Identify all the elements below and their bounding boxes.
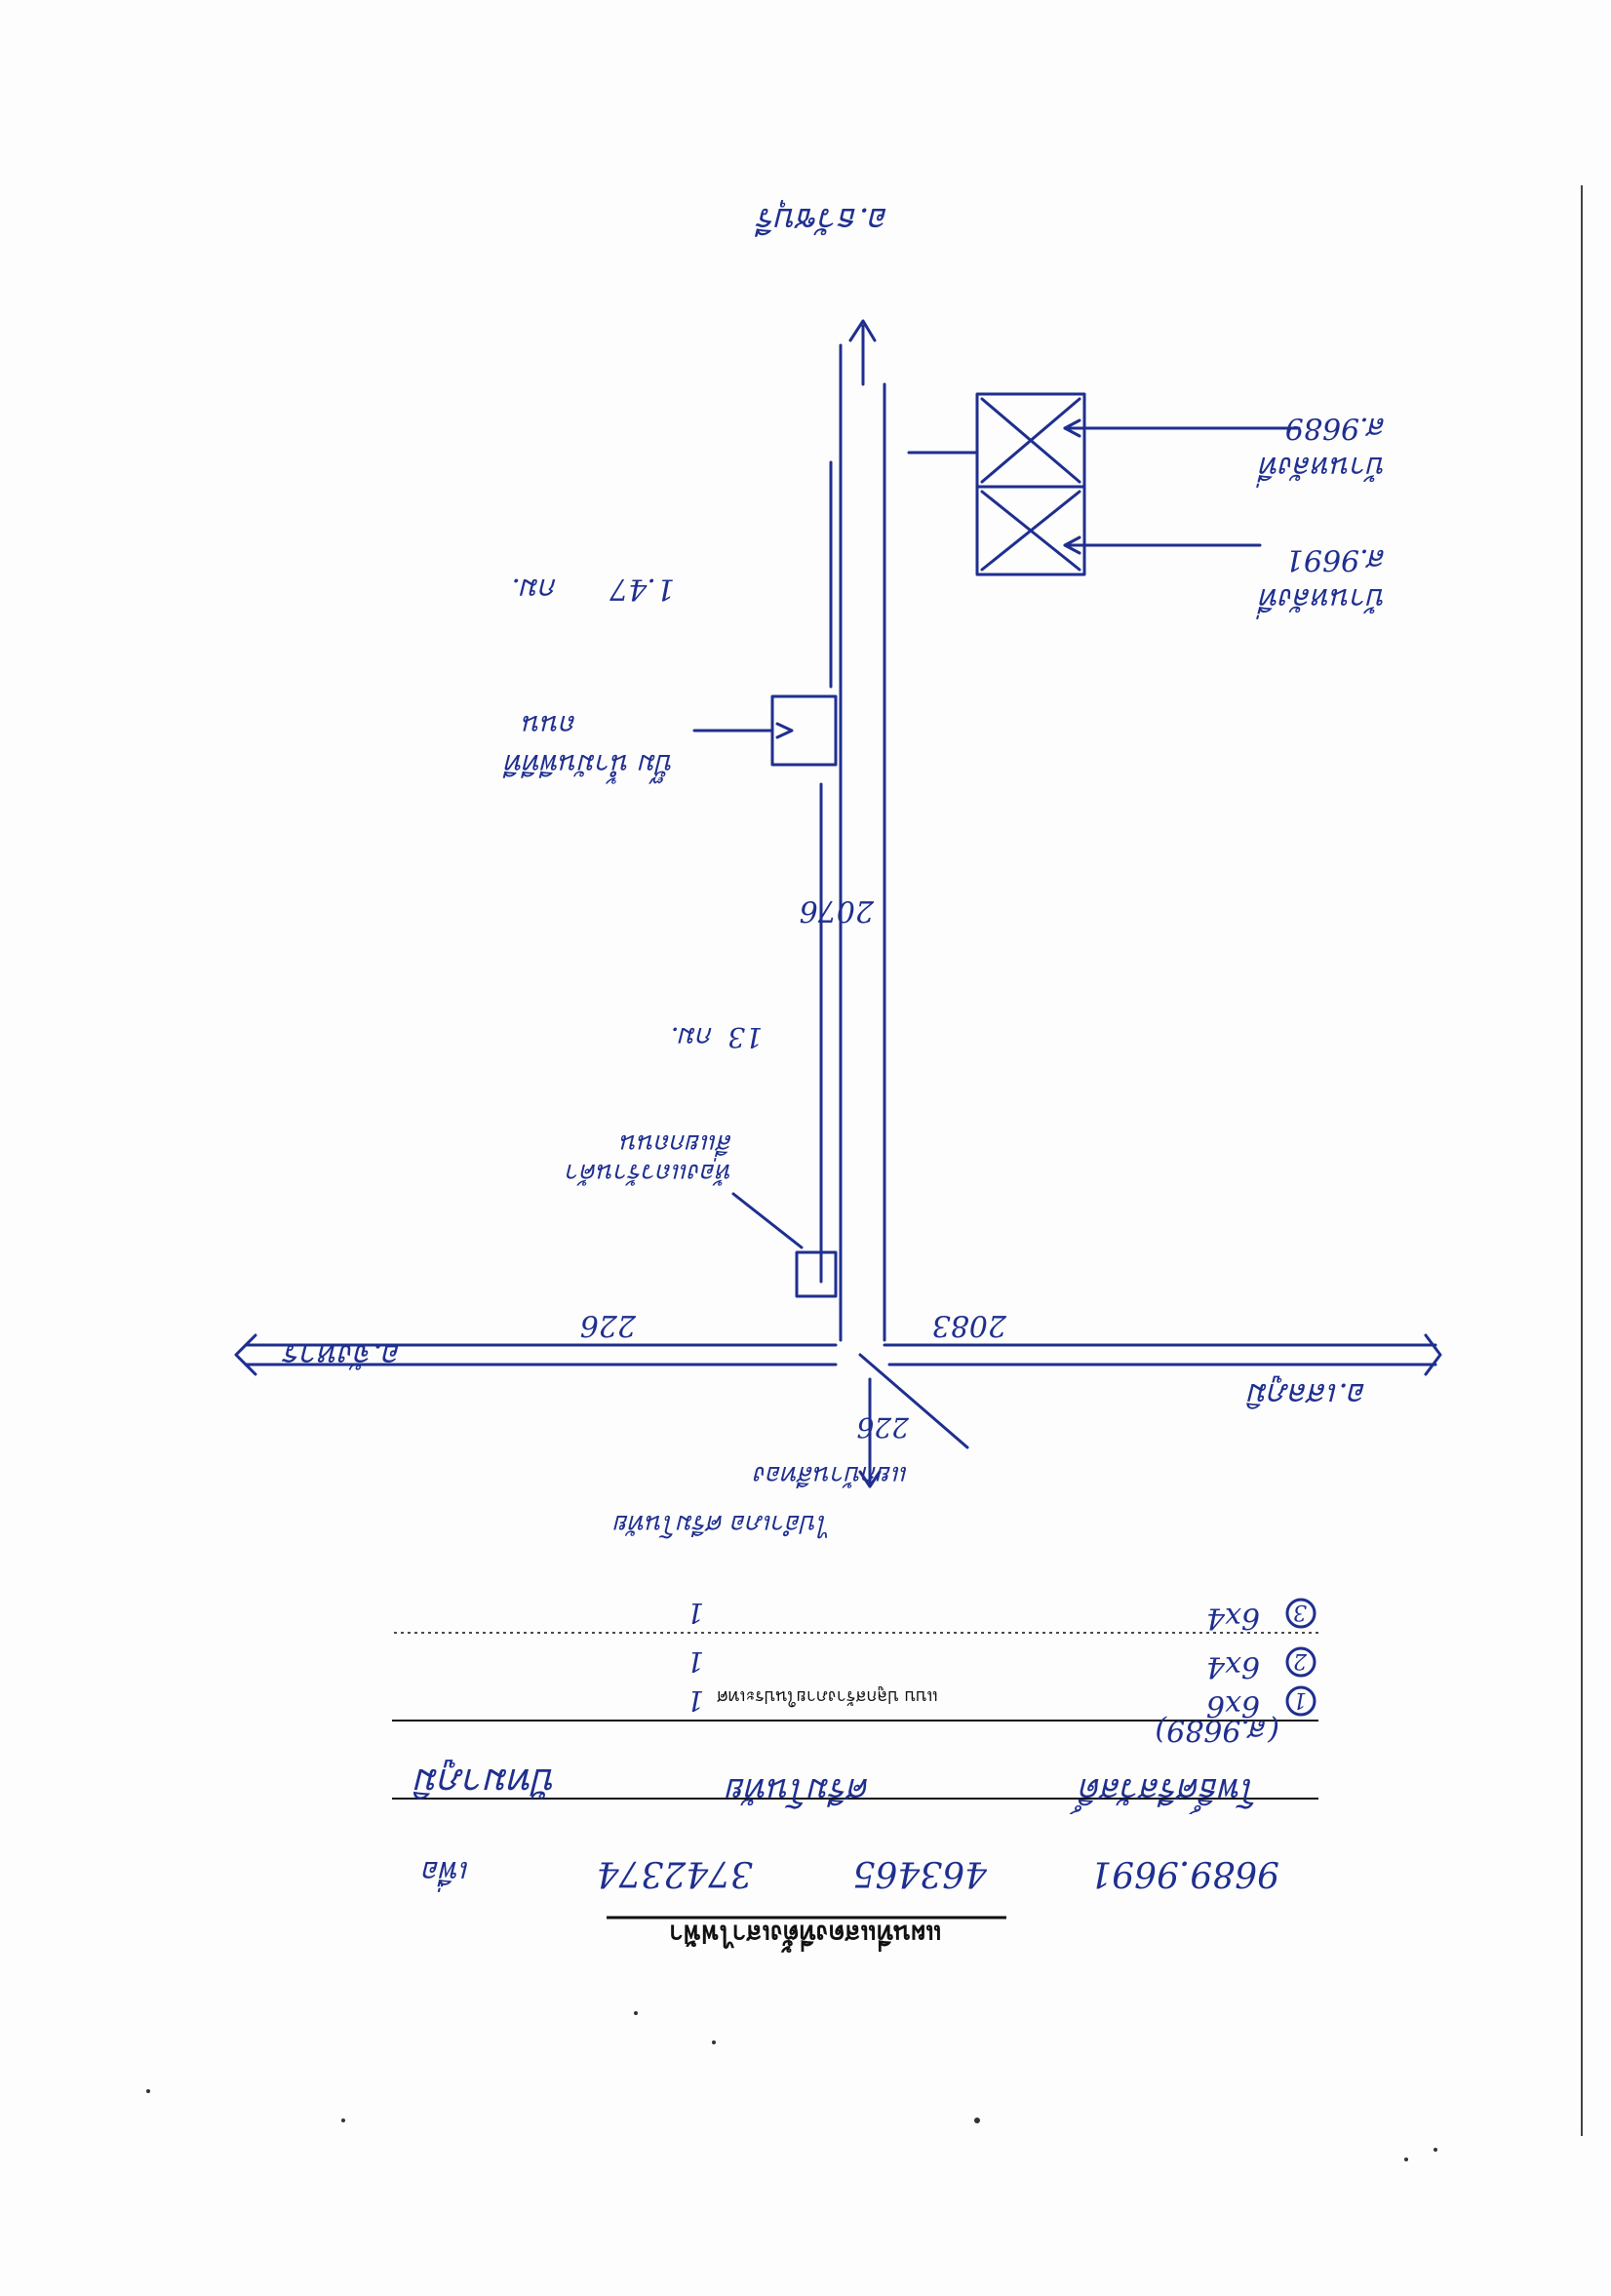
form-number: 9689.9691 <box>1089 1853 1279 1893</box>
form-code-1: 463465 <box>853 1853 988 1893</box>
road-label-main: 2076 <box>800 893 875 928</box>
distance-2-value: 13 <box>727 1021 763 1053</box>
form-tambon: ศรีมโนทัย <box>726 1770 870 1809</box>
form-row3: (ส.9689) <box>1155 1713 1279 1747</box>
road-label-east: 2083 <box>932 1308 1007 1342</box>
house-2-caption: บ้านหลังที่ <box>1256 581 1387 619</box>
form-area: โพธิ์ศรีสวัสดิ์ <box>1069 1770 1260 1815</box>
gas-station-label-b: ถนน <box>523 709 577 741</box>
shophouse-marker <box>795 1250 838 1298</box>
material-list: 1 6x6 1 2 6x4 1 3 6x4 1 <box>687 1597 1316 1722</box>
svg-text:1: 1 <box>1293 1687 1307 1712</box>
gas-station-marker <box>770 694 838 767</box>
material-2-qty: 1 <box>687 1645 704 1678</box>
house-2-id: ส.9691 <box>1285 542 1387 576</box>
material-3-qty: 1 <box>687 1597 704 1629</box>
material-2-size: 6x4 <box>1206 1649 1260 1683</box>
material-1-size: 6x6 <box>1206 1688 1260 1722</box>
south-east-label: อ.เสลภูมิ <box>1245 1375 1367 1413</box>
house-1-box <box>975 392 1086 489</box>
form-sign: ปัทมาภูมิ <box>413 1760 558 1803</box>
material-3-size: 6x4 <box>1206 1601 1260 1635</box>
scan-noise <box>146 2011 1437 2161</box>
shophouse-label-b: สี่แยกถนน <box>620 1128 733 1162</box>
junction-label-2: ไปอำเภอ ศรีมโนทัย <box>613 1509 831 1539</box>
form-printed-label: แบบ ปลูกสร้างภายในประเทศ <box>717 1686 938 1708</box>
material-1-qty: 1 <box>687 1684 704 1717</box>
road-label-south: 226 <box>857 1411 910 1444</box>
shophouse-label: ห้องแถวร้านค้า <box>566 1158 733 1187</box>
road-sketch: 2083 226 226 2076 อ.ธวัชบุรี อ.จังหาร อ.… <box>234 200 1442 1539</box>
form-code-2: 3742374 <box>597 1853 753 1893</box>
distance-1-unit: กม. <box>512 572 558 606</box>
road-label-west: 226 <box>580 1308 637 1342</box>
house-1-id: ส.9689 <box>1285 411 1387 445</box>
house-1-caption: บ้านหลังที่ <box>1256 450 1387 488</box>
distance-1-value: 1.47 <box>609 572 675 606</box>
form-name-mark: เพื่อ <box>421 1854 470 1892</box>
svg-text:3: 3 <box>1293 1600 1307 1624</box>
form-title: แผนที่แสดงที่ตั้งเสาไฟฟ้า <box>669 1919 942 1954</box>
north-end-label: อ.ธวัชบุรี <box>754 200 889 239</box>
junction-label: แยกบ้านสีทอง <box>753 1460 909 1489</box>
gas-station-label: ปั๊ม น้ำมันพีทีที <box>502 748 675 784</box>
form-header: แผนที่แสดงที่ตั้งเสาไฟฟ้า 9689.9691 4634… <box>392 1597 1318 1954</box>
svg-text:2: 2 <box>1293 1648 1308 1673</box>
west-end-label: อ.จังหาร <box>281 1337 402 1374</box>
house-markers: บ้านหลังที่ ส.9691 บ้านหลังที่ ส.9689 <box>907 392 1387 619</box>
distance-2-unit: กม. <box>671 1021 714 1053</box>
